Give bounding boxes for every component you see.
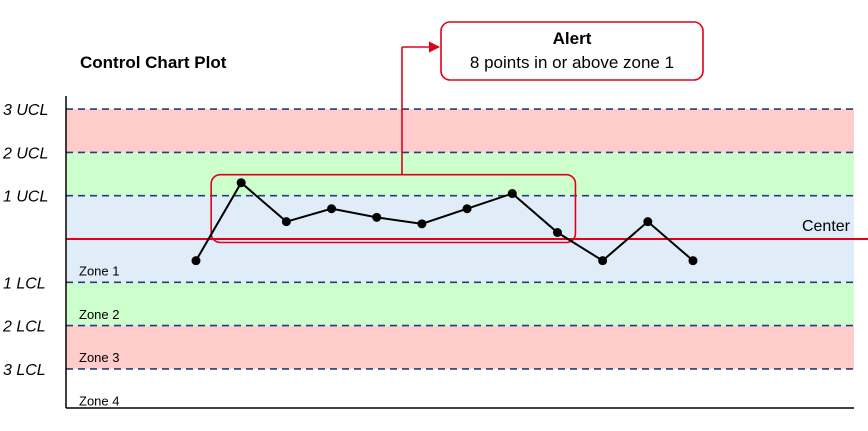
data-point bbox=[191, 256, 201, 266]
data-point bbox=[327, 204, 337, 214]
limit-label: 2 UCL bbox=[2, 145, 48, 162]
series-line bbox=[195, 181, 694, 262]
zone-label: Zone 3 bbox=[79, 350, 119, 365]
band-lower-zone1 bbox=[66, 239, 854, 283]
data-point bbox=[643, 217, 653, 227]
limit-label: 2 LCL bbox=[2, 319, 46, 336]
alert-message: 8 points in or above zone 1 bbox=[470, 53, 674, 72]
center-label: Center bbox=[802, 218, 851, 235]
limit-label: 3 UCL bbox=[3, 102, 48, 119]
band-upper-zone1 bbox=[66, 195, 854, 239]
data-point bbox=[417, 219, 427, 229]
limit-label: 3 LCL bbox=[3, 362, 46, 379]
band-lower-zone3 bbox=[66, 325, 854, 369]
data-point bbox=[507, 189, 517, 199]
data-point bbox=[372, 212, 382, 222]
zone-label: Zone 2 bbox=[79, 307, 119, 322]
limit-label: 1 LCL bbox=[3, 275, 46, 292]
zone-label: Zone 1 bbox=[79, 263, 119, 278]
band-upper-zone3 bbox=[66, 109, 854, 153]
chart-title: Control Chart Plot bbox=[80, 53, 227, 72]
alert-title: Alert bbox=[553, 29, 592, 48]
data-point bbox=[281, 217, 291, 227]
data-point bbox=[598, 256, 608, 266]
band-lower-zone2 bbox=[66, 282, 854, 326]
alert-highlight-box bbox=[210, 173, 577, 244]
data-point bbox=[236, 178, 246, 188]
data-point bbox=[552, 228, 562, 238]
data-point bbox=[462, 204, 472, 214]
zone-label: Zone 4 bbox=[79, 393, 119, 408]
data-point bbox=[688, 256, 698, 266]
limit-label: 1 UCL bbox=[3, 189, 48, 206]
alert-callout-box bbox=[440, 21, 704, 81]
